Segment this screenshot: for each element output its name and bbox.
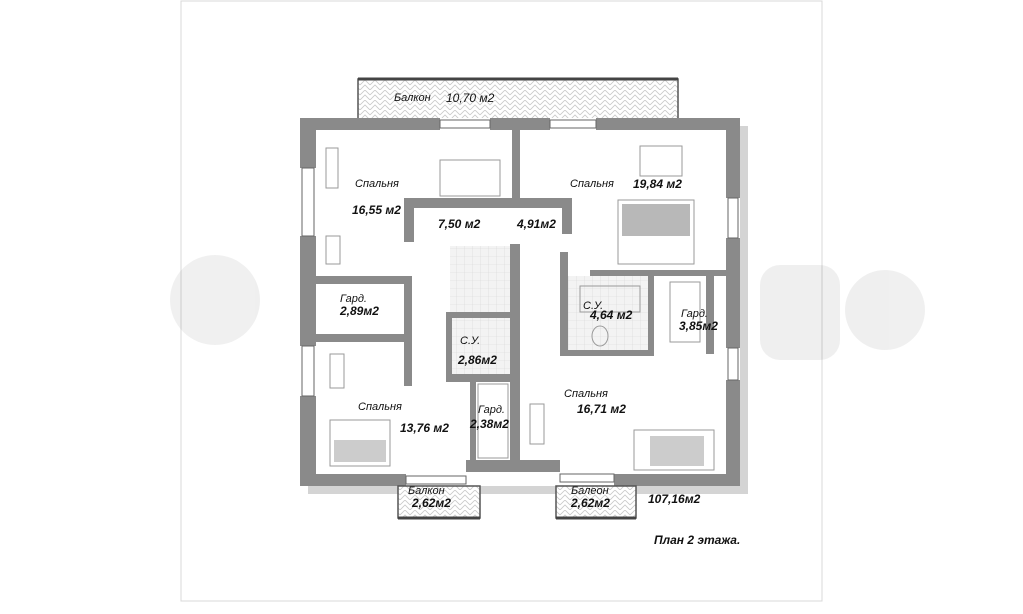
bedroom-nw-name: Спальня (355, 178, 399, 190)
bedroom-se-name: Спальня (564, 388, 608, 400)
inner-walls (316, 126, 726, 464)
balcony-top-name: Балкон (394, 92, 431, 104)
bedroom-nw-area: 16,55 м2 (352, 203, 401, 217)
total-area: 107,16м2 (648, 492, 701, 506)
wardrobe-e-area: 3,85м2 (679, 319, 718, 333)
bath-c-tiles (452, 318, 512, 374)
bedroom-ne-name: Спальня (570, 178, 614, 190)
balcony-top-area: 10,70 м2 (446, 91, 495, 105)
bath-e-tiles (562, 276, 650, 354)
bedroom-sw-name: Спальня (358, 401, 402, 413)
bed-sw-fill (334, 440, 386, 462)
plan-title: План 2 этажа. (654, 533, 740, 547)
balcony-se (555, 485, 637, 520)
staircase (450, 246, 510, 314)
wardrobe-c-name: Гард. (478, 404, 505, 416)
bath-c-area: 2,86м2 (457, 353, 497, 367)
hall-area: 7,50 м2 (438, 217, 481, 231)
bedroom-sw-area: 13,76 м2 (400, 421, 449, 435)
bedroom-se-area: 16,71 м2 (577, 402, 626, 416)
balcony-sw-area: 2,62м2 (411, 496, 451, 510)
windows (301, 119, 739, 485)
balcony-se-area: 2,62м2 (570, 496, 610, 510)
wardrobe-c-area: 2,38м2 (469, 417, 509, 431)
furniture (325, 145, 715, 471)
wardrobe-e-name: Гард. (681, 308, 708, 320)
corridor-area: 4,91м2 (516, 217, 556, 231)
bed-se-fill (650, 436, 704, 466)
balcony-se-name: Балеон (571, 485, 609, 497)
wardrobe-w-area: 2,89м2 (339, 304, 379, 318)
wardrobe-w-name: Гард. (340, 293, 367, 305)
balcony-top (357, 77, 679, 126)
outer-walls (300, 118, 740, 486)
balcony-sw-name: Балкон (408, 485, 445, 497)
bath-e-name: С.У. (583, 300, 603, 312)
balcony-sw (397, 485, 481, 520)
bed-ne-fill (622, 204, 690, 236)
bath-c-name: С.У. (460, 335, 480, 347)
bath-e-area: 4,64 м2 (589, 308, 633, 322)
bedroom-ne-area: 19,84 м2 (633, 177, 682, 191)
